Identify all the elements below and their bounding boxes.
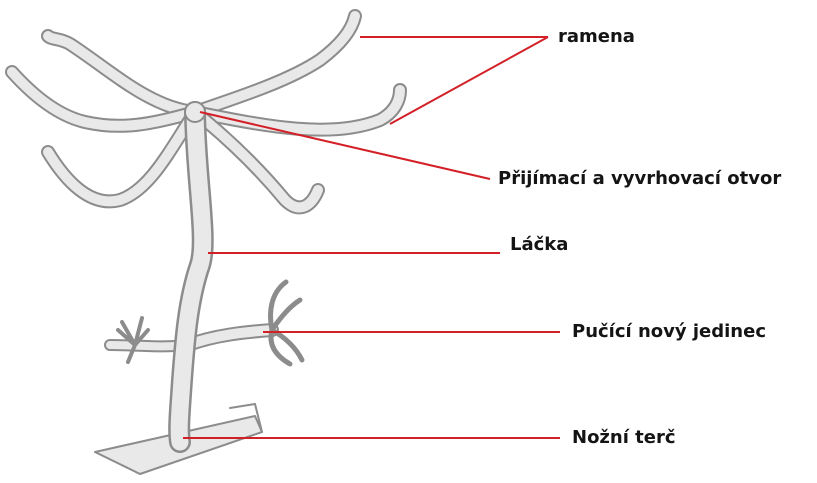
label-body: Láčka	[510, 234, 568, 256]
label-arms: ramena	[558, 26, 635, 48]
tentacle	[195, 16, 355, 112]
label-bud: Pučící nový jedinec	[572, 321, 766, 343]
label-foot: Nožní terč	[572, 427, 676, 449]
label-mouth: Přijímací a vyvrhovací otvor	[498, 168, 781, 190]
bud	[110, 282, 302, 364]
leader-line-arms-2	[390, 37, 548, 124]
body-column	[179, 112, 203, 442]
